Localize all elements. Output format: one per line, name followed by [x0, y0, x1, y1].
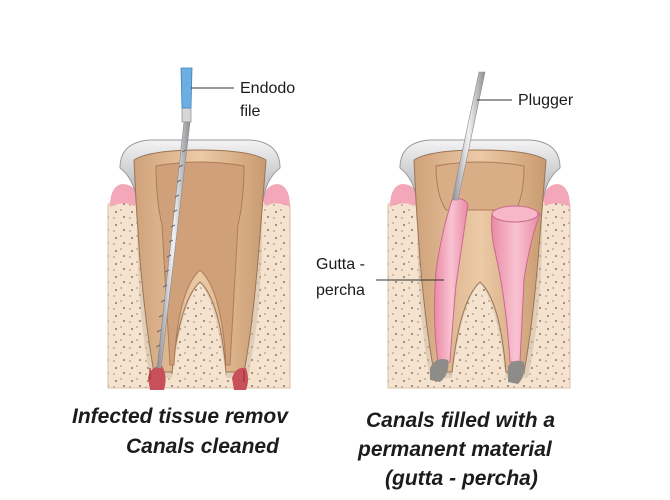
- left-tooth-illustration: [107, 67, 291, 390]
- infection-left-apex: [148, 366, 166, 390]
- plugger-label: Plugger: [518, 92, 574, 109]
- gutta-percha-label: Gutta -: [316, 256, 365, 273]
- gum-left: [390, 184, 420, 207]
- pulp-chamber: [435, 161, 525, 211]
- right-caption-line3: (gutta - percha): [385, 467, 538, 490]
- gum-right: [262, 184, 290, 207]
- endodontic-file-label: Endodo: [240, 80, 296, 97]
- right-caption-line2: permanent material: [358, 438, 552, 461]
- gum-right: [542, 184, 570, 207]
- file-handle: [180, 67, 193, 109]
- right-caption-line1: Canals filled with a: [366, 409, 556, 432]
- left-caption-line2: Canals cleaned: [126, 435, 279, 458]
- plugger-instrument: [451, 71, 486, 201]
- endodontic-file: [155, 67, 193, 369]
- gutta-percha-label-line2: percha: [316, 282, 365, 299]
- left-caption-line1: Infected tissue remov: [72, 405, 288, 428]
- gum-left: [110, 184, 140, 207]
- endodontic-file-label-line2: file: [240, 103, 261, 120]
- right-tooth-illustration: [376, 71, 571, 389]
